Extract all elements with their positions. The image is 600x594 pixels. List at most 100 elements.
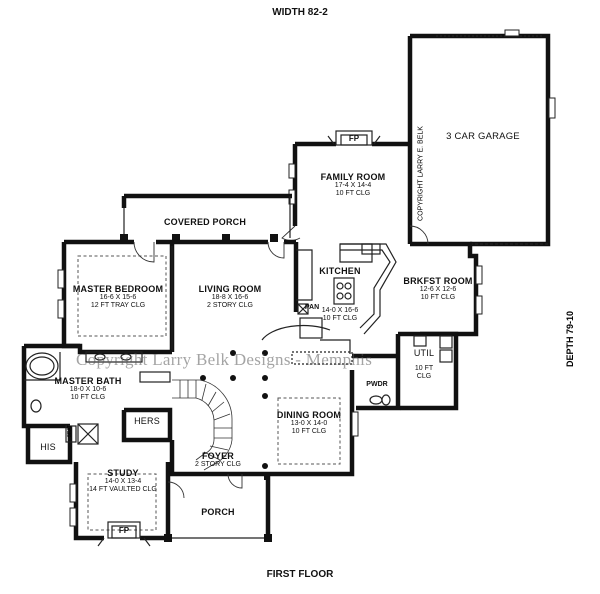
master-bath-ceiling: 10 FT CLG <box>70 394 106 402</box>
window-icon <box>548 97 556 119</box>
floor-label: FIRST FLOOR <box>266 569 334 580</box>
study-size: 14-0 X 13-4 <box>104 478 142 486</box>
door-swing-icon <box>409 225 429 245</box>
foyer-label: FOYER 2 STORY CLG <box>180 451 256 469</box>
door-swing-icon <box>267 241 285 259</box>
window-icon <box>351 411 359 437</box>
window-icon <box>504 29 520 37</box>
tray-ceiling-outline <box>77 255 167 337</box>
column-icon <box>270 234 278 242</box>
his-closet-label: HIS <box>40 442 56 452</box>
master-bath-name: MASTER BATH <box>54 376 122 386</box>
vaulted-ceiling-outline <box>87 473 157 531</box>
door-swing-icon <box>133 241 155 263</box>
master-bedroom-ceiling: 12 FT TRAY CLG <box>90 302 146 310</box>
master-bedroom-label: MASTER BEDROOM 16-6 X 15-6 12 FT TRAY CL… <box>66 284 170 310</box>
column-icon <box>222 234 230 242</box>
column-icon <box>262 375 268 381</box>
window-icon <box>57 299 65 319</box>
dining-room-label: DINING ROOM 13-0 X 14-0 10 FT CLG <box>276 410 342 436</box>
study-fireplace-label: FP <box>118 526 130 535</box>
study-label: STUDY 14-0 X 13-4 14 FT VAULTED CLG <box>78 468 168 494</box>
window-icon <box>475 295 483 315</box>
breakfast-room-size: 12-6 X 12-6 <box>419 286 457 294</box>
door-swing-icon <box>281 225 301 241</box>
tub-icon <box>25 352 59 380</box>
master-bath-label: MASTER BATH 18-0 X 10-6 10 FT CLG <box>48 376 128 402</box>
window-icon <box>69 483 77 503</box>
window-icon <box>288 163 296 179</box>
family-room-size: 17-4 X 14-4 <box>334 182 372 190</box>
utility-label: UTIL 10 FT CLG <box>402 348 446 381</box>
breakfast-room-name: BRKFST ROOM <box>403 276 473 286</box>
range-icon <box>361 243 381 255</box>
master-bedroom-size: 16-6 X 15-6 <box>99 294 137 302</box>
breakfast-room-label: BRKFST ROOM 12-6 X 12-6 10 FT CLG <box>398 276 478 302</box>
toilet-icon <box>30 399 42 413</box>
dining-room-size: 13-0 X 14-0 <box>290 420 328 428</box>
sink-icon <box>94 353 106 361</box>
column-icon <box>164 534 172 542</box>
covered-porch-name: COVERED PORCH <box>163 217 247 227</box>
window-icon <box>57 269 65 289</box>
utility-ceiling-2: CLG <box>416 373 432 381</box>
copyright-vertical: COPYRIGHT LARRY E. BELK <box>417 126 425 221</box>
family-fireplace-label: FP <box>348 134 360 143</box>
column-icon <box>172 234 180 242</box>
breakfast-room-ceiling: 10 FT CLG <box>420 294 456 302</box>
plan-depth-label: DEPTH 79-10 <box>565 310 575 368</box>
foyer-staircase <box>169 379 233 471</box>
dining-room-walls <box>262 370 359 477</box>
master-bedroom-name: MASTER BEDROOM <box>72 284 164 294</box>
garage-label: 3 CAR GARAGE <box>430 131 536 143</box>
kitchen-size: 14-0 X 16-6 <box>321 307 359 314</box>
seat-label: SEAT <box>67 424 73 438</box>
range-icon <box>336 282 344 290</box>
dining-room-name: DINING ROOM <box>276 410 342 420</box>
column-icon <box>200 375 206 381</box>
column-icon <box>262 393 268 399</box>
hers-closet-label: HERS <box>134 416 160 426</box>
garage-walls <box>407 29 556 247</box>
plan-width-label: WIDTH 82-2 <box>272 7 328 18</box>
column-icon <box>262 350 268 356</box>
covered-porch-outline <box>120 193 292 242</box>
column-icon <box>120 234 128 242</box>
column-icon <box>262 463 268 469</box>
family-room-ceiling: 10 FT CLG <box>335 190 371 198</box>
porch-label: PORCH <box>201 507 235 517</box>
window-icon <box>69 507 77 527</box>
kitchen-name: KITCHEN <box>310 266 370 276</box>
master-bath-layout <box>21 343 173 465</box>
master-bath-size: 18-0 X 10-6 <box>69 386 107 394</box>
column-icon <box>230 375 236 381</box>
stair-icon <box>172 379 233 471</box>
copyright-watermark: Copyright Larry Belk Designs - Memphis <box>76 350 373 369</box>
foyer-ceiling: 2 STORY CLG <box>195 461 241 469</box>
garage-name: 3 CAR GARAGE <box>446 131 520 142</box>
kitchen-island <box>333 277 355 305</box>
living-room-ceiling: 2 STORY CLG <box>207 302 253 310</box>
kitchen-details: 14-0 X 16-6 10 FT CLG <box>310 307 370 323</box>
sink-icon <box>413 335 427 347</box>
door-swing-icon <box>167 481 185 499</box>
front-porch <box>164 471 272 542</box>
covered-porch-label: COVERED PORCH <box>150 217 260 227</box>
pantry-label: PAN <box>304 304 320 311</box>
utility-name: UTIL <box>413 348 435 358</box>
kitchen-ceiling: 10 FT CLG <box>322 315 358 323</box>
powder-room-label: PWDR <box>366 381 388 388</box>
study-ceiling: 14 FT VAULTED CLG <box>89 486 157 494</box>
utility-powder-walls <box>352 331 459 411</box>
living-room-name: LIVING ROOM <box>198 284 262 294</box>
kitchen-title: KITCHEN <box>319 266 361 276</box>
family-room-label: FAMILY ROOM 17-4 X 14-4 10 FT CLG <box>300 172 406 198</box>
sink-icon <box>381 394 391 406</box>
utility-ceiling: 10 FT <box>414 365 434 373</box>
door-swing-icon <box>227 473 243 489</box>
dining-room-ceiling: 10 FT CLG <box>291 428 327 436</box>
window-icon <box>475 265 483 285</box>
living-room-size: 18-8 X 16-6 <box>211 294 249 302</box>
family-room-name: FAMILY ROOM <box>320 172 386 182</box>
